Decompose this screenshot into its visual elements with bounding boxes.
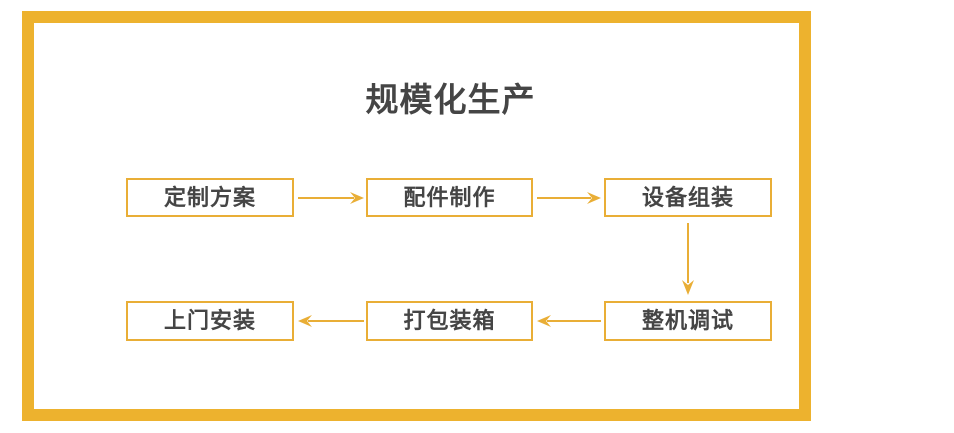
process-node-label: 上门安装: [163, 308, 256, 333]
process-node-custom-plan[interactable]: 定制方案: [126, 178, 294, 217]
process-node-label: 设备组装: [641, 184, 734, 210]
arrow-down-icon: [678, 223, 698, 295]
process-node-parts-fabrication[interactable]: 配件制作: [366, 178, 533, 217]
page-title: 规模化生产: [365, 81, 536, 118]
process-node-machine-commissioning[interactable]: 整机调试: [604, 301, 772, 341]
arrow-left-icon: [298, 311, 364, 331]
process-node-label: 打包装箱: [403, 308, 496, 333]
arrow-left-icon: [537, 311, 601, 331]
process-node-equipment-assembly[interactable]: 设备组装: [604, 178, 772, 217]
process-node-label: 定制方案: [163, 184, 256, 210]
process-node-label: 整机调试: [641, 308, 734, 333]
process-node-label: 配件制作: [403, 184, 496, 210]
arrow-right-icon: [537, 188, 601, 208]
process-node-packing-crating[interactable]: 打包装箱: [366, 301, 533, 341]
outer-gold-frame: 规模化生产 定制方案 配件制作 设备组装: [22, 11, 811, 421]
process-node-onsite-installation[interactable]: 上门安装: [126, 301, 294, 341]
arrow-right-icon: [298, 188, 364, 208]
